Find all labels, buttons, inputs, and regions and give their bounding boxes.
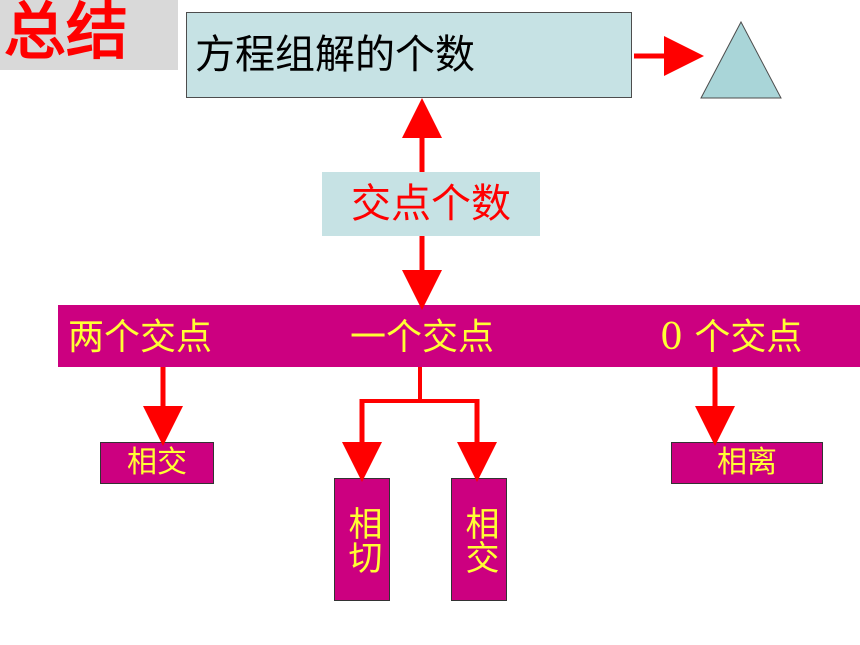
intersection-count-box: 交点个数 <box>322 172 540 236</box>
zero-points-label: 0 个交点 <box>660 317 803 358</box>
intersect-box-two: 相交 <box>100 442 214 484</box>
slide-title: 总结 <box>4 0 129 68</box>
intersect-label-one: 相交 <box>459 505 499 574</box>
main-concept-box: 方程组解的个数 <box>186 12 632 98</box>
main-concept-label: 方程组解的个数 <box>195 32 475 78</box>
intersect-label-two: 相交 <box>127 445 187 480</box>
intersection-count-label: 交点个数 <box>351 181 511 227</box>
tangent-label: 相切 <box>342 505 382 574</box>
intersection-cases-bar: 两个交点 一个交点 0 个交点 <box>58 305 860 367</box>
two-points-label: 两个交点 <box>68 317 213 358</box>
tangent-box: 相切 <box>334 478 390 601</box>
separate-box: 相离 <box>671 442 823 484</box>
one-point-label: 一个交点 <box>350 317 495 358</box>
intersect-box-one: 相交 <box>451 478 507 601</box>
separate-label: 相离 <box>717 445 777 480</box>
triangle-shape <box>700 20 782 99</box>
title-background <box>0 0 178 70</box>
